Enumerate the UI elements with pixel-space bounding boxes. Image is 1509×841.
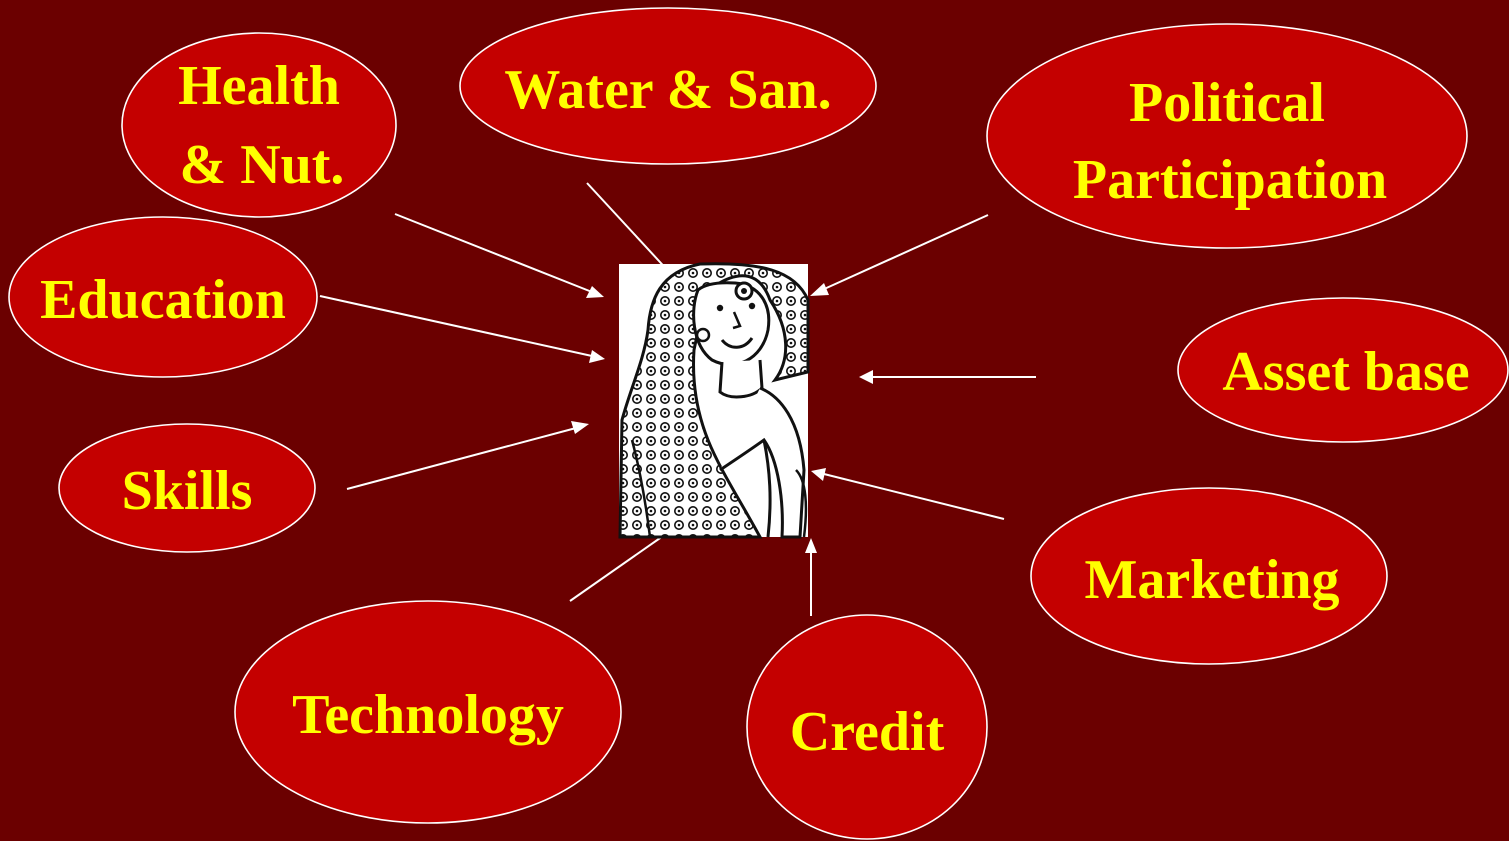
face xyxy=(692,281,771,366)
node-water-sanitation: Water & San. xyxy=(459,7,877,165)
arrow-marketing xyxy=(811,468,1005,520)
node-political-line-1: Political xyxy=(1129,72,1325,134)
node-education: Education xyxy=(8,216,318,378)
arrow-technology xyxy=(569,535,664,602)
node-technology-label: Technology xyxy=(292,684,564,746)
node-marketing: Marketing xyxy=(1030,487,1388,665)
node-education-label: Education xyxy=(40,269,286,331)
node-credit: Credit xyxy=(746,614,988,840)
node-health-line-1: Health xyxy=(178,55,340,117)
node-health-line-2: & Nut. xyxy=(180,134,345,196)
node-credit-label: Credit xyxy=(790,701,945,763)
node-asset-base: Asset base xyxy=(1177,297,1509,443)
node-asset-label: Asset base xyxy=(1222,341,1469,403)
blouse xyxy=(719,386,806,539)
arrow-asset xyxy=(859,370,1036,384)
arrow-credit xyxy=(805,538,817,616)
arrow-health xyxy=(394,213,604,298)
node-marketing-label: Marketing xyxy=(1084,549,1339,611)
node-skills-label: Skills xyxy=(122,460,253,522)
arrows xyxy=(319,182,1036,616)
node-technology: Technology xyxy=(234,600,622,824)
arrow-skills xyxy=(346,421,589,490)
node-skills: Skills xyxy=(58,423,316,553)
arrow-political xyxy=(810,214,989,296)
arrow-education xyxy=(319,295,605,363)
node-political-participation: Political Participation xyxy=(986,23,1468,249)
woman-in-sari-image xyxy=(618,262,810,539)
node-water-label: Water & San. xyxy=(504,59,831,121)
node-political-line-2: Participation xyxy=(1073,149,1387,211)
node-health-nutrition: Health & Nut. xyxy=(121,32,397,218)
sari-drape xyxy=(618,262,810,539)
